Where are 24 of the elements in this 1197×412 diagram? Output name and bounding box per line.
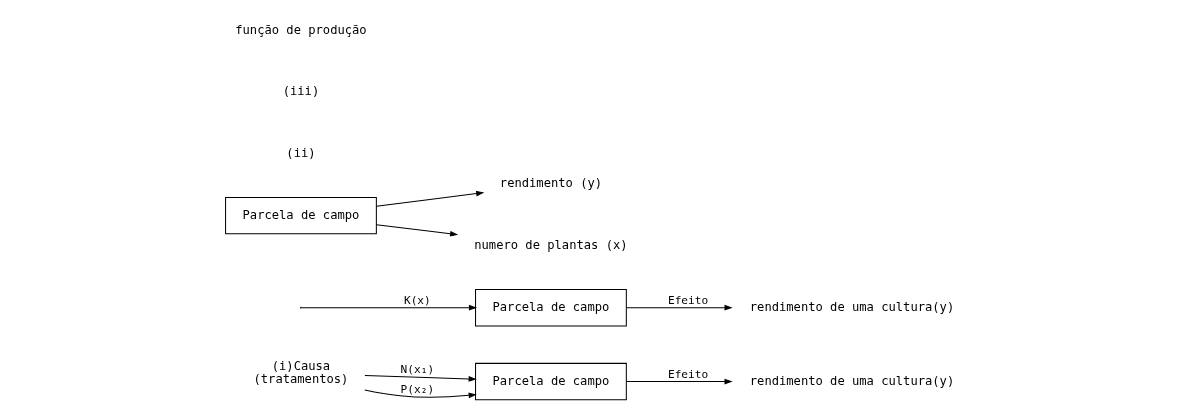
- arrow: [375, 224, 459, 237]
- arrow: [364, 389, 477, 399]
- label: função de produção: [235, 22, 367, 37]
- node-box: Parcela de campo: [475, 289, 627, 327]
- edge-label: Efeito: [667, 368, 709, 382]
- node-text: rendimento de uma cultura(y): [749, 299, 955, 314]
- node-text: numero de plantas (x): [474, 238, 628, 253]
- node-text: (i)Causa: [271, 359, 331, 374]
- edge-label: N(x₁): [400, 363, 435, 377]
- arrow: [364, 375, 477, 382]
- node-label: (tratamentos): [253, 372, 349, 387]
- arrow: [375, 190, 485, 207]
- label: (iii): [282, 84, 320, 99]
- arrow: [301, 304, 478, 311]
- node-text: rendimento (y): [499, 176, 603, 191]
- node-text: rendimento de uma cultura(y): [749, 373, 955, 388]
- arrow: [626, 304, 733, 311]
- edge-label: K(x): [403, 294, 431, 308]
- node-box: Parcela de campo: [475, 362, 627, 401]
- arrow: [626, 378, 733, 385]
- node-box: Parcela de campo: [225, 196, 377, 235]
- edge-label: Efeito: [667, 294, 709, 308]
- label: (ii): [286, 146, 316, 161]
- edge-label: P(x₂): [400, 382, 435, 396]
